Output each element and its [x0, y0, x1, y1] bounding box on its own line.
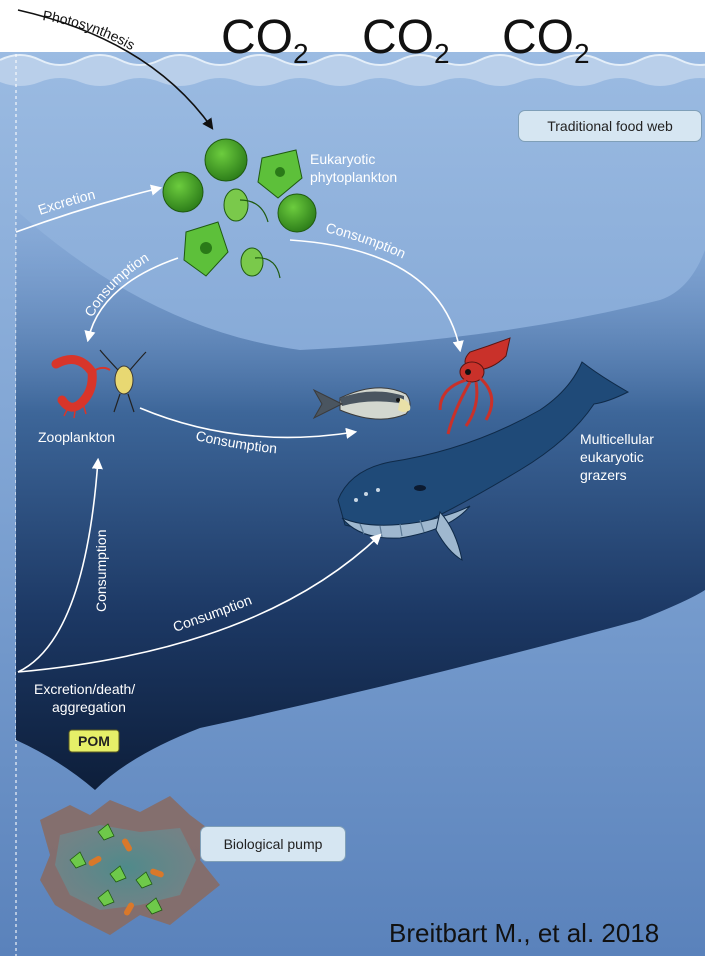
cell-nucleus: [200, 242, 212, 254]
dinoflagellate-cell-icon: [224, 189, 248, 221]
grazers-label-line1: Multicellular: [580, 431, 654, 447]
pom-label-line1: Excretion/death/: [34, 681, 135, 697]
coccolith-cell-icon: [205, 139, 247, 181]
citation-text: Breitbart M., et al. 2018: [389, 918, 659, 949]
cell-nucleus: [275, 167, 285, 177]
dinoflagellate-cell-icon: [241, 248, 263, 276]
grazers-label-line2: eukaryotic: [580, 449, 644, 465]
phytoplankton-label-line1: Eukaryotic: [310, 151, 375, 167]
coccolith-cell-icon: [163, 172, 203, 212]
co2-label-3: CO2: [502, 14, 590, 68]
co2-label-1: CO2: [221, 14, 309, 68]
traditional-food-web-badge: Traditional food web: [518, 110, 702, 142]
pom-label-line2: aggregation: [52, 699, 126, 715]
co2-label-2: CO2: [362, 14, 450, 68]
grazers-label-line3: grazers: [580, 467, 627, 483]
biological-pump-badge: Biological pump: [200, 826, 346, 862]
zooplankton-label: Zooplankton: [38, 429, 115, 445]
consumption-label-vertical: Consumption: [93, 530, 109, 613]
pom-badge-label: POM: [78, 733, 110, 749]
phytoplankton-label-line2: phytoplankton: [310, 169, 397, 185]
coccolith-cell-icon: [278, 194, 316, 232]
